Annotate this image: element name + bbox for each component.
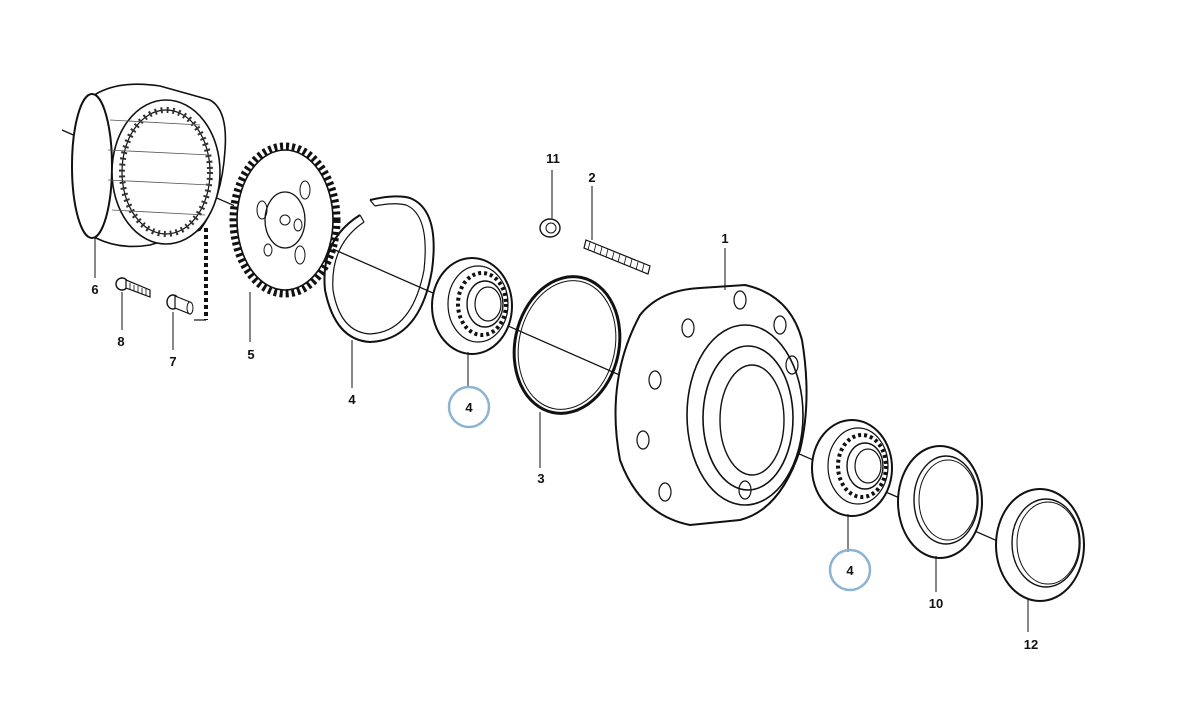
hub <box>614 283 808 527</box>
label-7: 6 <box>91 282 98 297</box>
highlight-circle-4b <box>828 548 872 592</box>
bolt <box>115 277 151 298</box>
label-1: 1 <box>721 231 728 246</box>
o-ring <box>512 275 622 415</box>
label-2: 2 <box>588 170 595 185</box>
gear-carrier <box>229 142 341 298</box>
ring-gear <box>71 83 227 248</box>
label-12: 12 <box>1024 637 1038 652</box>
nut <box>539 218 561 238</box>
label-5: 4 <box>348 392 356 407</box>
label-9: 8 <box>117 334 124 349</box>
label-11: 11 <box>546 151 560 166</box>
seal <box>995 488 1085 602</box>
label-8: 7 <box>169 354 176 369</box>
label-10: 10 <box>929 596 943 611</box>
label-6: 5 <box>247 347 254 362</box>
seal-ring <box>897 445 983 559</box>
bearing-inner <box>431 257 513 355</box>
label-3: 3 <box>537 471 544 486</box>
assembly-bracket <box>194 228 208 321</box>
label-4b: 4 <box>846 563 854 578</box>
bearing-outer <box>811 419 893 517</box>
sleeve <box>166 294 194 315</box>
snap-ring <box>323 195 435 344</box>
label-4a: 4 <box>465 400 473 415</box>
highlight-circle-4a <box>447 385 491 429</box>
stud <box>583 239 651 275</box>
